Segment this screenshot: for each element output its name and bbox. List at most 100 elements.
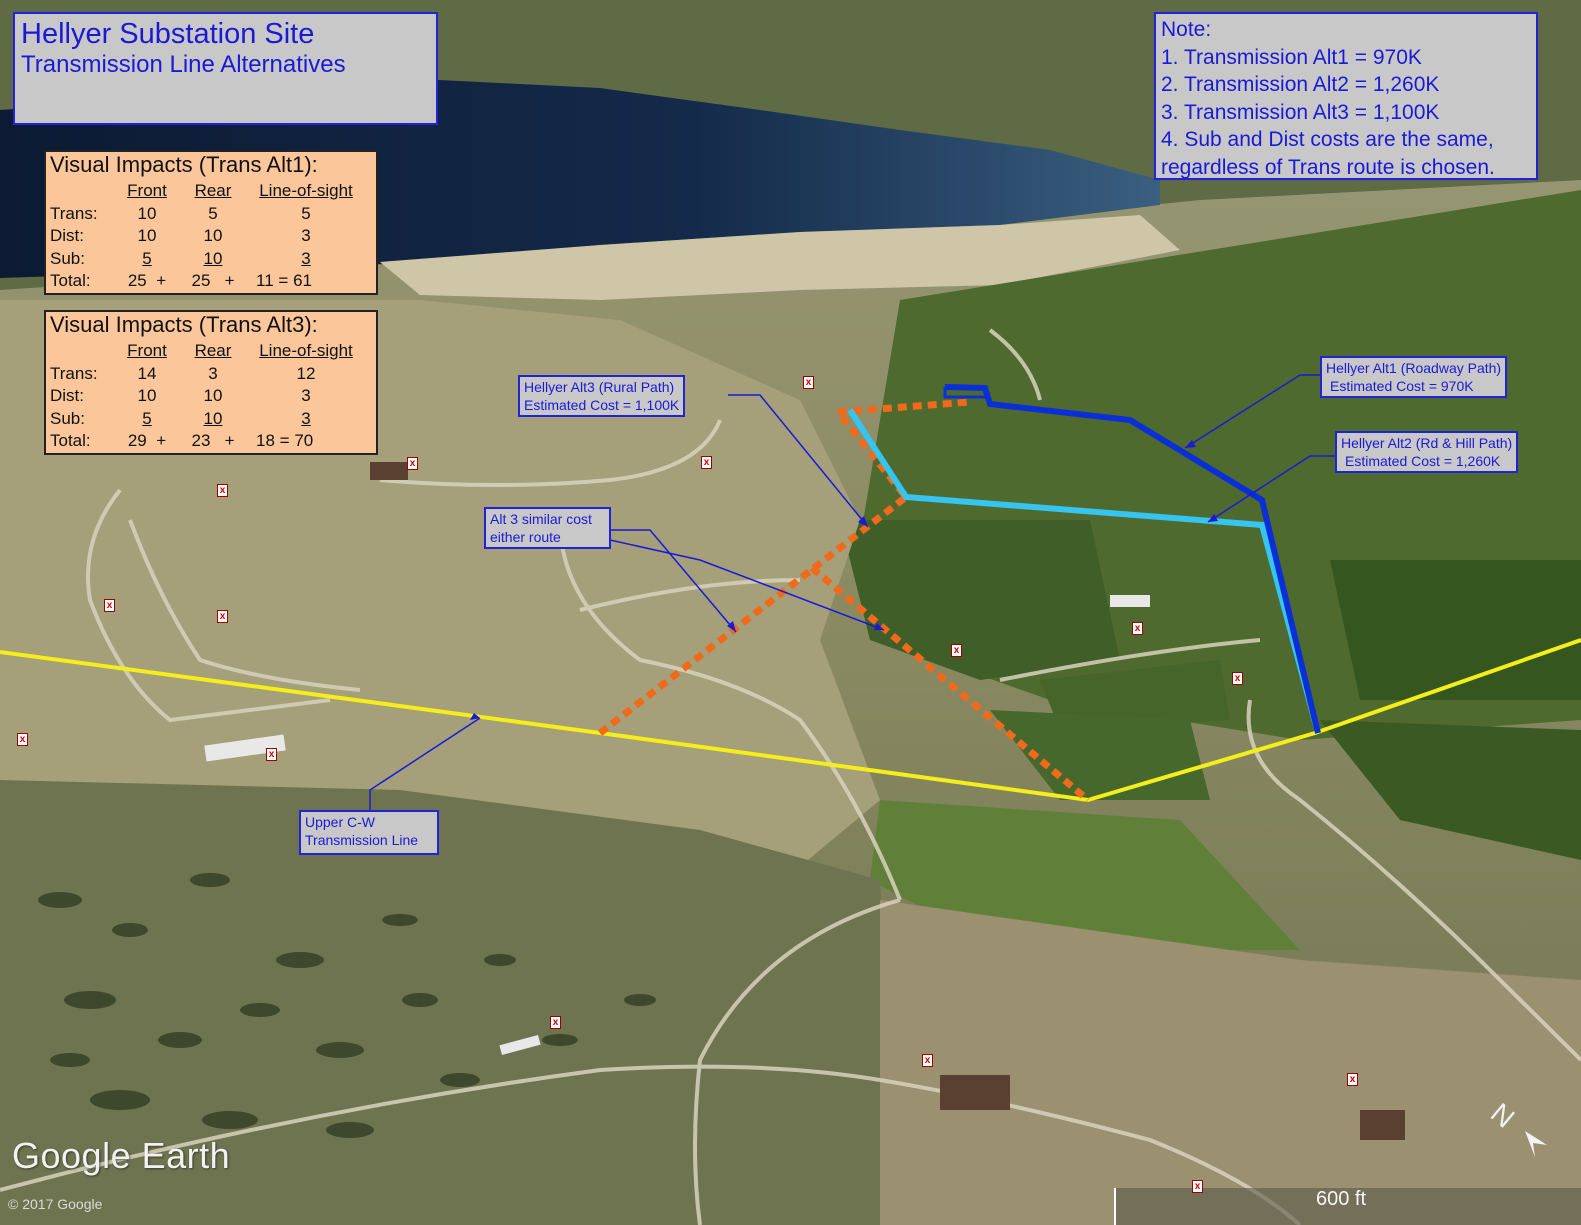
row-label: Trans: [50, 363, 98, 383]
map-subtitle: Transmission Line Alternatives [21, 51, 346, 78]
total-rear: 25 [191, 271, 211, 291]
row-label: Total: [50, 431, 91, 451]
callout-line: Transmission Line [305, 832, 419, 848]
callout-line: Alt 3 similar cost [490, 511, 592, 527]
placemark-icon[interactable]: x [1347, 1073, 1358, 1086]
callout-line: either route [490, 529, 561, 545]
cell-rear: 10 [203, 386, 223, 406]
cell-los: 5 [301, 203, 311, 223]
impact-table: Front Rear Line-of-sight Trans: 14 3 12 … [50, 340, 366, 453]
cell-front: 14 [137, 363, 157, 383]
note-item: 2. Transmission Alt2 = 1,260K [1161, 73, 1440, 96]
note-box: Note: 1. Transmission Alt1 = 970K 2. Tra… [1154, 12, 1538, 180]
alt2-route [847, 408, 1321, 734]
copyright-text: © 2017 Google [8, 1196, 103, 1212]
note-item: 4. Sub and Dist costs are the same, [1161, 128, 1494, 151]
cell-rear: 5 [208, 203, 218, 223]
compass-north-icon[interactable]: N [1485, 1097, 1547, 1157]
total-los: 18 [256, 431, 275, 451]
total-los: 11 [256, 271, 274, 291]
callout-line: Estimated Cost = 1,100K [524, 397, 680, 413]
callout-line: Estimated Cost = 1,260K [1345, 453, 1501, 469]
placemark-icon[interactable]: x [217, 484, 228, 497]
cell-los: 3 [301, 248, 311, 268]
map-title: Hellyer Substation Site [21, 18, 315, 50]
placemark-icon[interactable]: x [550, 1016, 561, 1029]
cell-los: 3 [301, 386, 311, 406]
map-title-box: Hellyer Substation Site Transmission Lin… [13, 12, 438, 125]
row-label: Sub: [50, 408, 85, 428]
cell-front: 5 [142, 408, 152, 428]
total-front: 25 [127, 271, 147, 291]
callout-line: Upper C-W [305, 814, 376, 830]
table-row: Dist: 10 10 3 [50, 225, 366, 248]
placemark-icon[interactable]: x [266, 748, 277, 761]
total-front: 29 [127, 431, 147, 451]
plus-sign: + [156, 271, 167, 291]
cell-rear: 10 [203, 248, 223, 268]
cell-rear: 10 [203, 408, 223, 428]
total-sum: 70 [294, 431, 314, 451]
row-label: Dist: [50, 386, 84, 406]
row-label: Total: [50, 271, 91, 291]
placemark-icon[interactable]: x [951, 644, 962, 657]
placemark-icon[interactable]: x [1232, 672, 1243, 685]
callout-alt2-rd-hill-path[interactable]: Hellyer Alt2 (Rd & Hill Path) Estimated … [1335, 431, 1519, 473]
placemark-icon[interactable]: x [217, 610, 228, 623]
scale-bar-label: 600 ft [1316, 1188, 1367, 1210]
plus-sign: + [224, 431, 235, 451]
placemark-icon[interactable]: x [1192, 1180, 1203, 1193]
alt3-route [597, 398, 1091, 803]
column-header: Rear [194, 181, 232, 201]
placemark-icon[interactable]: x [407, 457, 418, 470]
visual-impacts-alt1-table: Visual Impacts (Trans Alt1): Front Rear … [44, 150, 378, 295]
row-label: Trans: [50, 203, 98, 223]
equals-sign: = [278, 271, 289, 291]
placemark-icon[interactable]: x [104, 599, 115, 612]
placemark-icon[interactable]: x [803, 376, 814, 389]
total-sum: 61 [293, 271, 312, 291]
placemark-icon[interactable]: x [1132, 622, 1143, 635]
visual-impacts-alt3-table: Visual Impacts (Trans Alt3): Front Rear … [44, 310, 378, 455]
alt1-route [944, 384, 1321, 734]
column-header: Front [127, 341, 167, 361]
upper-cw-transmission-line [0, 638, 1581, 803]
callout-upper-cw-line[interactable]: Upper C-W Transmission Line [299, 810, 439, 855]
callout-alt1-roadway-path[interactable]: Hellyer Alt1 (Roadway Path) Estimated Co… [1320, 356, 1508, 398]
table-row: Trans: 10 5 5 [50, 203, 366, 226]
callout-alt3-similar-cost[interactable]: Alt 3 similar cost either route [484, 507, 611, 549]
table-row: Dist: 10 10 3 [50, 385, 366, 408]
placemark-icon[interactable]: x [922, 1054, 933, 1067]
cell-rear: 3 [208, 363, 218, 383]
callout-line: Hellyer Alt1 (Roadway Path) [1326, 360, 1502, 376]
row-label: Dist: [50, 226, 84, 246]
column-header: Rear [194, 341, 232, 361]
cell-front: 10 [137, 203, 157, 223]
note-item: 3. Transmission Alt3 = 1,100K [1161, 100, 1440, 124]
table-row: Sub: 5 10 3 [50, 248, 366, 271]
total-rear: 23 [191, 431, 211, 451]
callout-alt3-rural-path[interactable]: Hellyer Alt3 (Rural Path) Estimated Cost… [518, 375, 686, 417]
cell-front: 10 [137, 386, 157, 406]
callout-line: Hellyer Alt2 (Rd & Hill Path) [1341, 435, 1513, 451]
row-label: Sub: [50, 248, 85, 268]
note-item: 1. Transmission Alt1 = 970K [1161, 45, 1422, 69]
impact-table: Front Rear Line-of-sight Trans: 10 5 5 D… [50, 180, 366, 293]
cell-front: 10 [137, 226, 157, 246]
cell-los: 3 [301, 408, 311, 428]
table-row: Sub: 5 10 3 [50, 408, 366, 431]
note-item: regardless of Trans route is chosen. [1161, 155, 1495, 179]
cell-los: 3 [301, 226, 311, 246]
svg-text:N: N [1485, 1097, 1520, 1134]
plus-sign: + [224, 271, 235, 291]
placemark-icon[interactable]: x [701, 456, 712, 469]
column-header: Line-of-sight [259, 181, 353, 201]
visual-impacts-title: Visual Impacts (Trans Alt3): [50, 312, 318, 337]
column-header: Line-of-sight [259, 341, 353, 361]
google-earth-logo: Google Earth [12, 1135, 231, 1176]
placemark-icon[interactable]: x [17, 733, 28, 746]
table-row: Trans: 14 3 12 [50, 363, 366, 386]
